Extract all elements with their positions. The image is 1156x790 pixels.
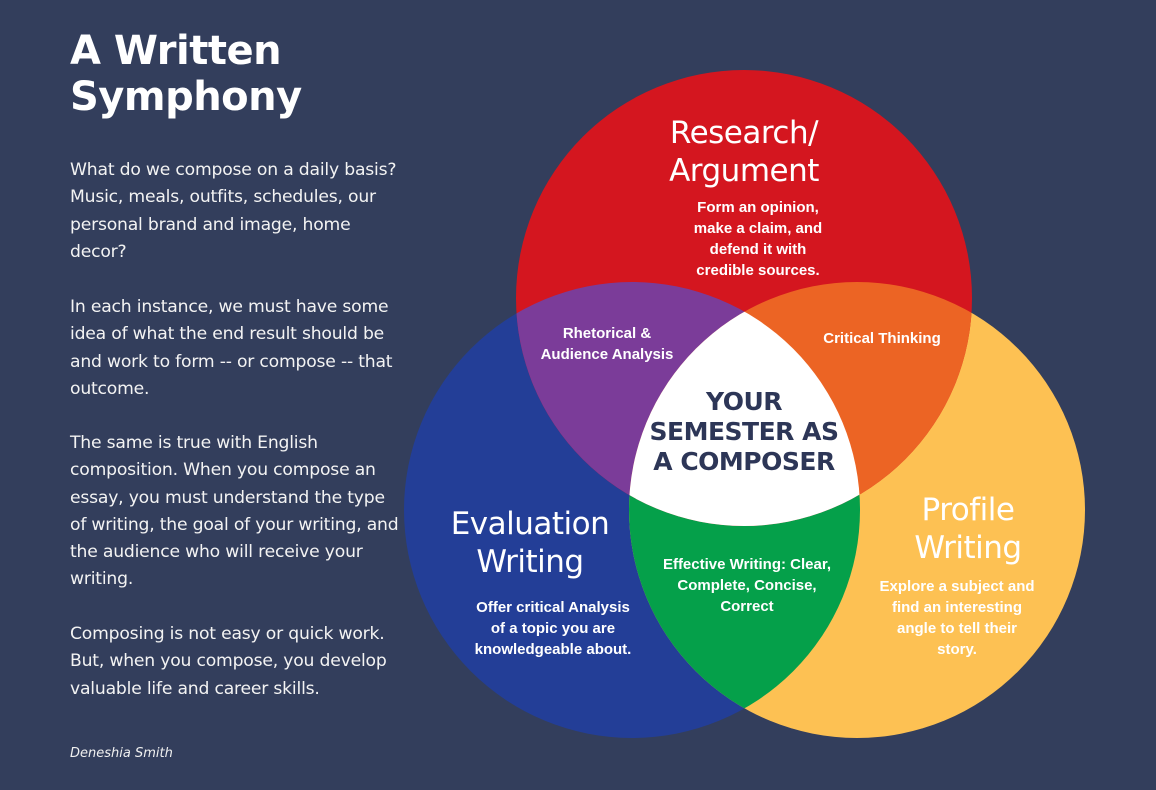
- profile-title-line-1: Profile: [921, 492, 1015, 528]
- profile-description: Explore a subject and find an interestin…: [852, 576, 1062, 660]
- overlap-line: Critical Thinking: [823, 330, 941, 347]
- evaluation-title: Evaluation Writing: [430, 505, 630, 581]
- intro-paragraph-3: The same is true with English compositio…: [70, 433, 399, 590]
- overlap-line: Rhetorical &: [562, 325, 652, 342]
- evaluation-desc-line: of a topic you are: [490, 620, 616, 637]
- effective-writing-label: Effective Writing: Clear, Complete, Conc…: [642, 554, 852, 617]
- profile-desc-line: angle to tell their: [896, 620, 1017, 637]
- overlap-line: Effective Writing: Clear,: [662, 556, 832, 573]
- profile-desc-line: story.: [937, 641, 977, 658]
- evaluation-title-line-1: Evaluation: [450, 506, 610, 542]
- center-line: YOUR: [705, 387, 783, 416]
- profile-desc-line: find an interesting: [891, 599, 1022, 616]
- evaluation-description: Offer critical Analysis of a topic you a…: [448, 597, 658, 660]
- overlap-line: Correct: [720, 598, 774, 615]
- intro-paragraph-1: What do we compose on a daily basis? Mus…: [70, 160, 397, 262]
- title-line-1: A Written: [70, 28, 282, 74]
- profile-title: Profile Writing: [868, 491, 1068, 567]
- center-label: YOUR SEMESTER AS A COMPOSER: [624, 387, 864, 477]
- research-description: Form an opinion, make a claim, and defen…: [658, 197, 858, 281]
- research-desc-line: Form an opinion,: [697, 199, 819, 216]
- evaluation-desc-line: knowledgeable about.: [474, 641, 632, 658]
- center-line: A COMPOSER: [653, 447, 835, 476]
- center-line: SEMESTER AS: [649, 417, 839, 446]
- intro-paragraph-4: Composing is not easy or quick work. But…: [70, 624, 387, 699]
- research-desc-line: credible sources.: [696, 262, 820, 279]
- author-credit: Deneshia Smith: [70, 746, 173, 761]
- intro-paragraph-2: In each instance, we must have some idea…: [70, 297, 393, 399]
- overlap-line: Audience Analysis: [540, 346, 674, 363]
- critical-thinking-label: Critical Thinking: [802, 328, 962, 349]
- evaluation-desc-line: Offer critical Analysis: [476, 599, 630, 616]
- overlap-line: Complete, Concise,: [677, 577, 817, 594]
- research-desc-line: defend it with: [709, 241, 807, 258]
- research-title-line-1: Research/: [669, 115, 819, 151]
- rhetorical-audience-label: Rhetorical & Audience Analysis: [522, 323, 692, 365]
- profile-desc-line: Explore a subject and: [879, 578, 1035, 595]
- research-title: Research/ Argument: [644, 114, 844, 190]
- profile-title-line-2: Writing: [914, 530, 1022, 566]
- evaluation-title-line-2: Writing: [476, 544, 584, 580]
- research-title-line-2: Argument: [669, 153, 819, 189]
- research-desc-line: make a claim, and: [693, 220, 823, 237]
- title-line-2: Symphony: [70, 74, 302, 120]
- page-title: A Written Symphony: [70, 28, 302, 120]
